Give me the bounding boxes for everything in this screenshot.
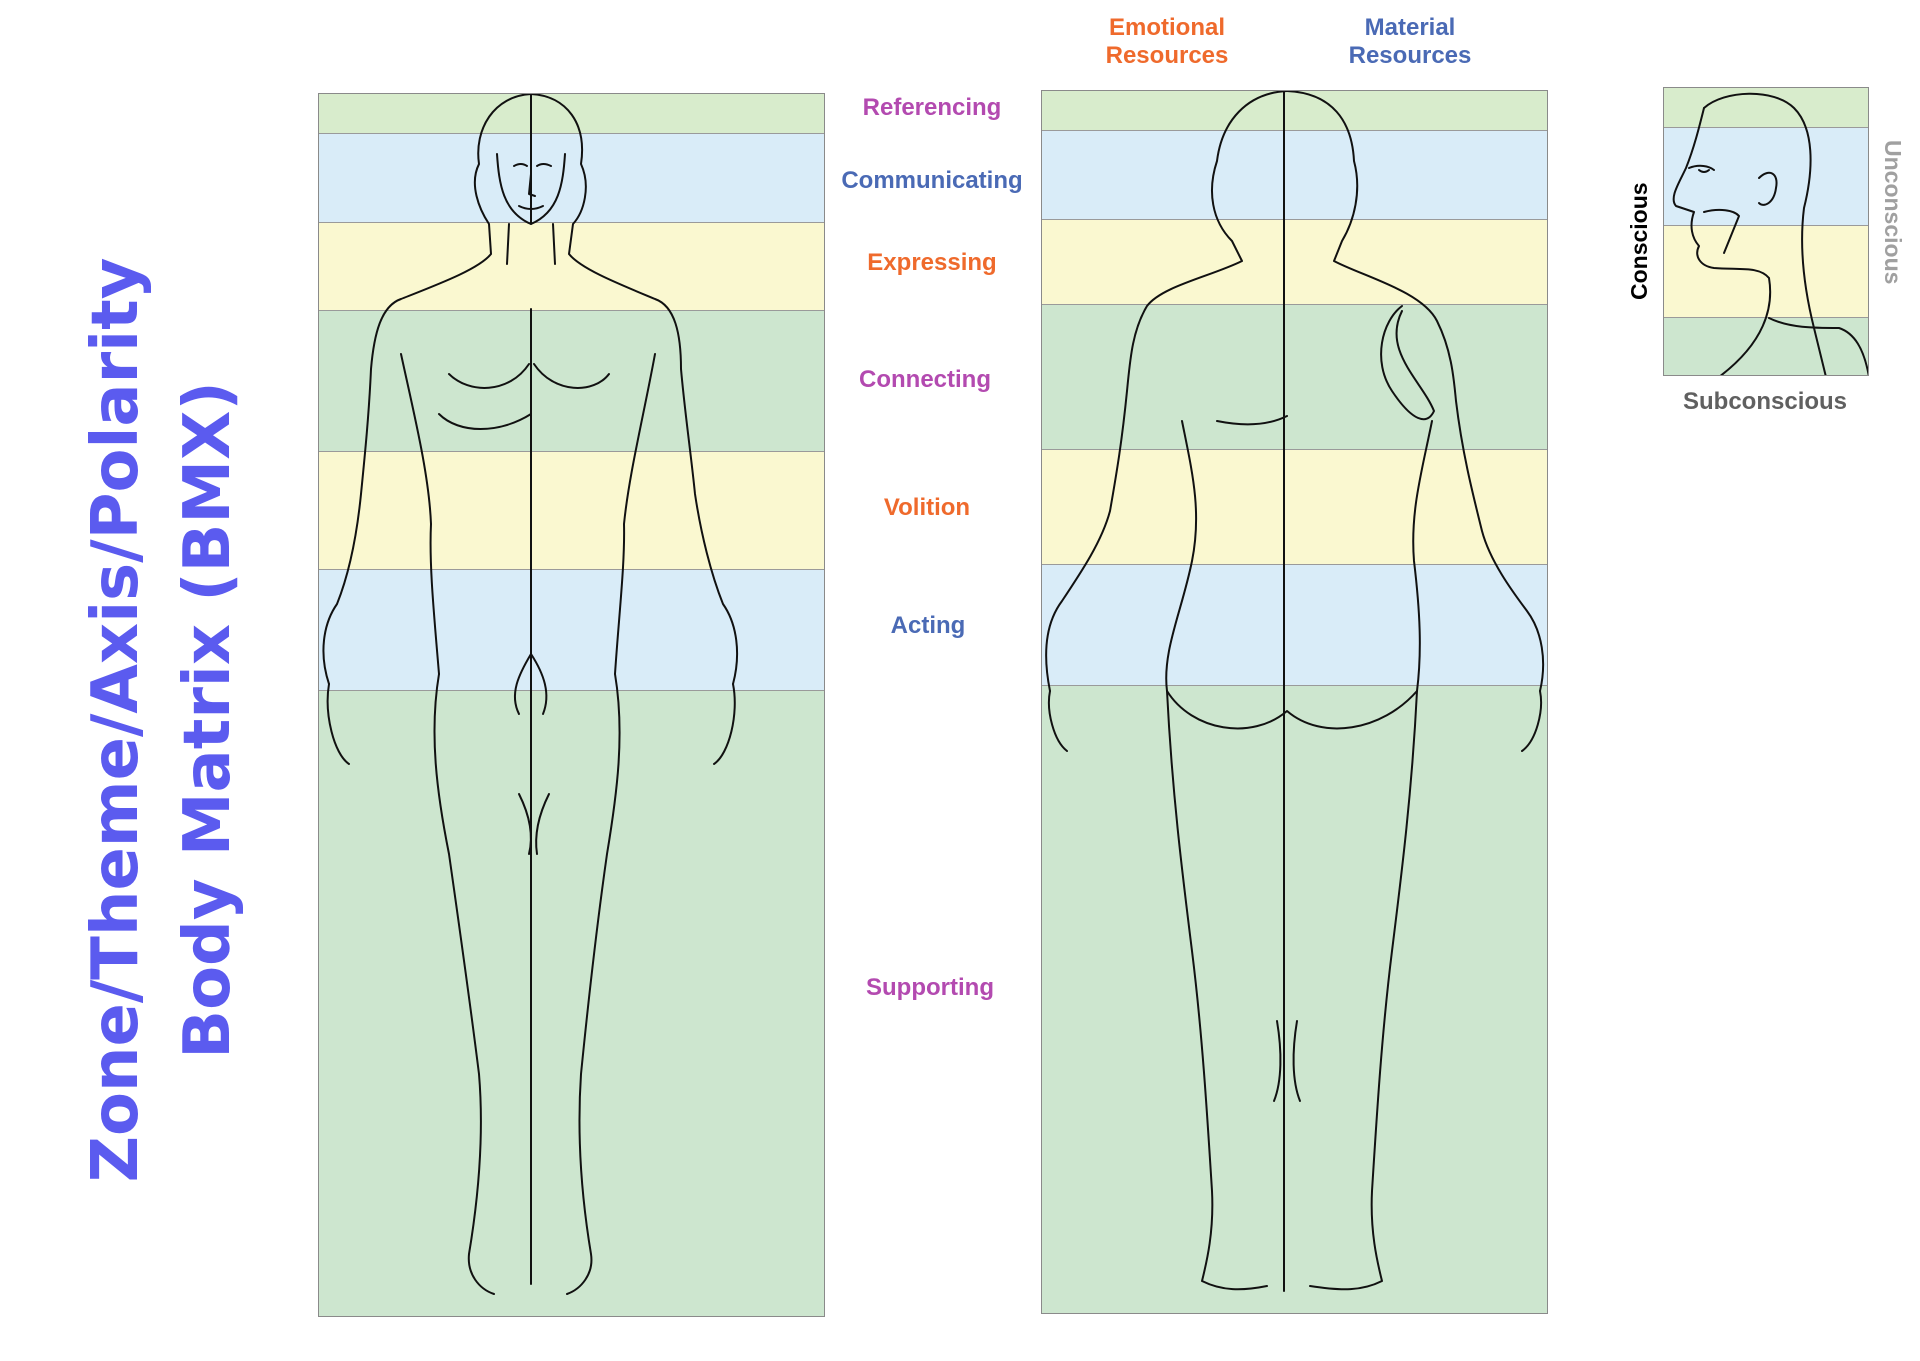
band-expressing-back [1042,220,1547,305]
head-band-communicating [1664,128,1868,226]
front-body-figure [322,94,739,1295]
band-communicating [319,134,824,223]
band-acting-back [1042,565,1547,686]
material-header-line-1: Material [1364,14,1456,41]
band-acting [319,570,824,691]
band-supporting [319,691,824,1316]
zone-label-communicating: Communicating [841,167,1023,194]
back-body-figure [1045,91,1545,1292]
band-volition [319,452,824,570]
emotional-resources-header: Emotional Resources [1077,14,1257,70]
back-body-panel [1041,90,1548,1314]
title-line-1: Zone/Theme/Axis/Polarity [79,257,153,1183]
band-communicating-back [1042,131,1547,220]
unconscious-label: Unconscious [1880,140,1906,285]
band-supporting-back [1042,686,1547,1313]
head-band-expressing [1664,226,1868,318]
band-volition-back [1042,450,1547,565]
zone-label-volition: Volition [883,494,971,521]
zone-label-referencing: Referencing [862,94,1002,121]
conscious-label: Conscious [1626,182,1652,300]
head-profile-panel [1663,87,1869,376]
emotional-header-line-1: Emotional [1108,14,1225,41]
zone-label-supporting: Supporting [866,974,994,1001]
zone-label-expressing: Expressing [867,249,997,276]
band-referencing-back [1042,91,1547,131]
material-header-line-2: Resources [1348,42,1472,69]
band-connecting [319,311,824,452]
subconscious-label: Subconscious [1683,388,1848,415]
head-profile-figure [1672,92,1868,375]
material-resources-header: Material Resources [1320,14,1500,70]
emotional-header-line-2: Resources [1105,42,1229,69]
zone-label-connecting: Connecting [859,366,991,393]
band-connecting-back [1042,305,1547,450]
zone-label-acting: Acting [890,612,966,639]
front-body-panel [318,93,825,1317]
title-line-2: Body Matrix (BMX) [171,381,245,1059]
